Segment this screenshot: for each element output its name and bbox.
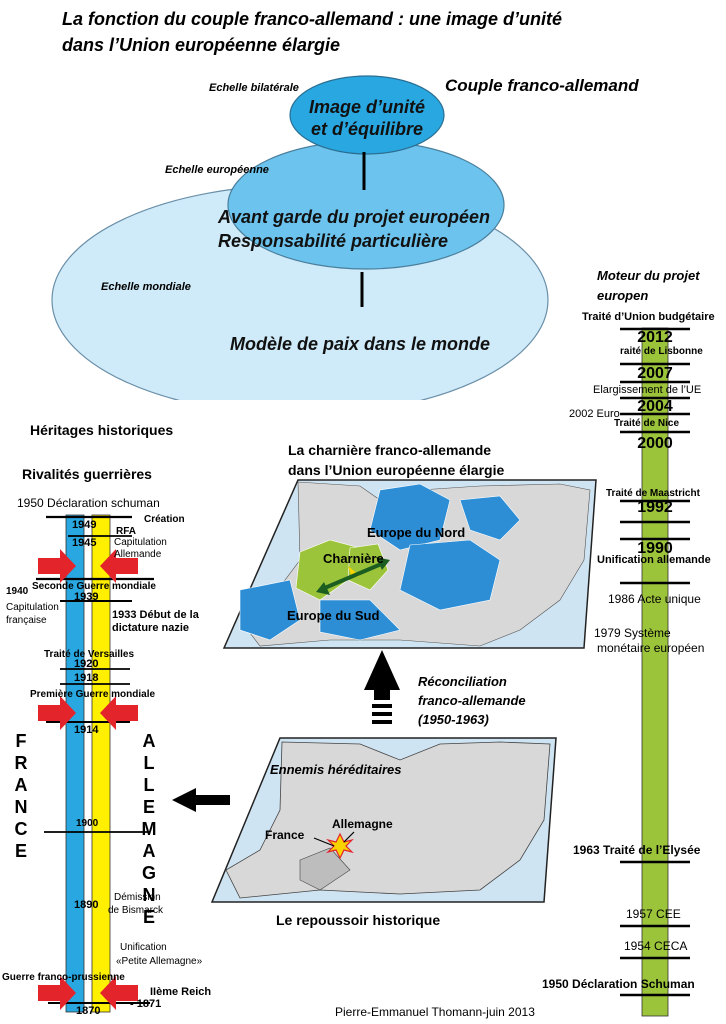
label-2000: 2000 <box>637 435 673 452</box>
label-1990: 1990 <box>637 540 673 557</box>
reconciliation-line-1: Réconciliation <box>418 674 507 689</box>
label-budget: Traité d’Union budgétaire <box>582 311 715 323</box>
outer-ellipse-text: Modèle de paix dans le monde <box>229 334 491 354</box>
label-versailles: Traité de Versailles <box>44 649 135 660</box>
map-label-charniere: Charnière <box>323 551 384 566</box>
label-ceca: 1954 CECA <box>624 939 688 953</box>
france-bar <box>65 514 85 1013</box>
right-ticks <box>620 327 690 997</box>
war-rivalries-heading: Rivalités guerrières <box>22 466 152 482</box>
reconciliation-text: Réconciliation franco-allemande (1950-19… <box>418 672 526 729</box>
map-label-sud: Europe du Sud <box>287 608 380 623</box>
map-label-ennemis: Ennemis héréditaires <box>270 762 402 777</box>
label-1992: 1992 <box>637 499 673 516</box>
label-1871: - 1871 <box>130 998 162 1010</box>
label-2012: 2012 <box>637 329 673 346</box>
label-unification-1: Unification <box>120 942 167 953</box>
label-sme-2: monétaire européen <box>597 641 705 655</box>
label-sme-1: 1979 Système <box>594 626 671 640</box>
label-lisbonne: raité de Lisbonne <box>620 346 703 357</box>
label-rfa: RFA <box>116 526 136 537</box>
label-2004: 2004 <box>637 398 673 415</box>
label-euro: 2002 Euro <box>569 408 620 420</box>
label-1918: 1918 <box>74 672 99 684</box>
map-label-nord: Europe du Nord <box>367 525 466 540</box>
left-timeline-bars <box>36 514 154 1013</box>
clash-arrows <box>38 549 138 1010</box>
label-maastricht: Traité de Maastricht <box>606 488 700 499</box>
label-1920: 1920 <box>74 658 99 670</box>
label-1940: 1940 <box>6 586 29 597</box>
bottom-map <box>210 737 557 903</box>
label-ww1: Première Guerre mondiale <box>30 689 156 700</box>
inner-ellipse-bilateral <box>289 75 445 155</box>
label-2007: 2007 <box>637 365 673 382</box>
label-declaration-1950-left: 1950 Déclaration schuman <box>17 496 160 510</box>
label-1939: 1939 <box>74 591 99 603</box>
reconciliation-line-2: franco-allemande <box>418 693 526 708</box>
scale-world-label: Echelle mondiale <box>101 281 191 293</box>
repoussoir-caption: Le repoussoir historique <box>276 912 441 928</box>
inner-text-line-2: et d’équilibre <box>310 119 424 139</box>
middle-text-line-1: Avant garde du projet européen <box>218 207 491 227</box>
middle-ellipse-text: Avant garde du projet européen Responsab… <box>218 205 518 253</box>
top-map <box>222 479 597 649</box>
reconciliation-arrow <box>364 650 400 724</box>
credit-line: Pierre-Emmanuel Thomann-juin 2013 <box>335 1005 535 1019</box>
label-1870: 1870 <box>76 1005 101 1017</box>
right-heading-1: Moteur du projet <box>597 268 700 283</box>
top-map-title-1: La charnière franco-allemande <box>288 442 492 458</box>
engine-bar <box>641 327 669 1017</box>
label-capitulation-all-2: Allemande <box>114 549 162 560</box>
reconciliation-line-3: (1950-1963) <box>418 712 489 727</box>
right-heading-2: europen <box>597 288 649 303</box>
label-1900: 1900 <box>76 818 99 829</box>
page-title: La fonction du couple franco-allemand : … <box>62 6 682 58</box>
left-pointing-arrow <box>172 788 230 812</box>
label-bismarck-2: de Bismarck <box>108 905 164 916</box>
couple-heading: Couple franco-allemand <box>445 76 639 95</box>
inner-ellipse-text: Image d’unité et d’équilibre <box>290 96 444 140</box>
title-line-2: dans l’Union européenne élargie <box>62 35 341 55</box>
label-ww2: Seconde Guerre mondiale <box>32 581 156 592</box>
right-timeline-heading: Moteur du projet europen <box>597 266 700 306</box>
label-cee: 1957 CEE <box>626 907 681 921</box>
label-capitulation-all-1: Capitulation <box>114 537 167 548</box>
scale-european-label: Echelle européenne <box>165 164 269 176</box>
label-1914: 1914 <box>74 724 99 736</box>
label-elargissement: Elargissement de l’UE <box>593 384 702 396</box>
label-schuman-right: 1950 Déclaration Schuman <box>542 977 695 991</box>
label-1949: 1949 <box>72 519 97 531</box>
label-nice: Traité de Nice <box>614 418 680 429</box>
label-nazi-2: dictature nazie <box>112 622 190 634</box>
middle-text-line-2: Responsabilité particulière <box>218 231 449 251</box>
scale-bilateral-label: Echelle bilatérale <box>209 82 299 94</box>
top-map-title: La charnière franco-allemande dans l’Uni… <box>288 440 504 480</box>
label-unification-2: «Petite Allemagne» <box>116 956 203 967</box>
map-label-allemagne: Allemagne <box>332 817 393 831</box>
label-bismarck-1: Démission <box>114 892 161 903</box>
label-unification-de: Unification allemande <box>597 554 711 566</box>
label-1945: 1945 <box>72 537 97 549</box>
map-label-france: France <box>265 828 305 842</box>
inner-text-line-1: Image d’unité <box>308 97 425 117</box>
label-franco-prussian: Guerre franco-prussienne <box>2 972 125 983</box>
label-capitulation-fr-1: Capitulation <box>6 602 59 613</box>
label-acte-unique: 1986 Acte unique <box>608 592 701 606</box>
label-reich: IIème Reich <box>150 986 212 998</box>
label-elysee: 1963 Traité de l’Elysée <box>573 843 701 857</box>
label-nazi-1: 1933 Début de la <box>112 609 199 621</box>
nested-ellipses-diagram <box>51 75 549 400</box>
germany-bar <box>91 514 111 1013</box>
historical-heritage-heading: Héritages historiques <box>30 422 174 438</box>
label-capitulation-fr-2: française <box>6 615 47 626</box>
label-creation: Création <box>144 514 185 525</box>
title-line-1: La fonction du couple franco-allemand : … <box>62 9 563 29</box>
label-1890: 1890 <box>74 899 99 911</box>
top-map-title-2: dans l’Union européenne élargie <box>288 462 505 478</box>
